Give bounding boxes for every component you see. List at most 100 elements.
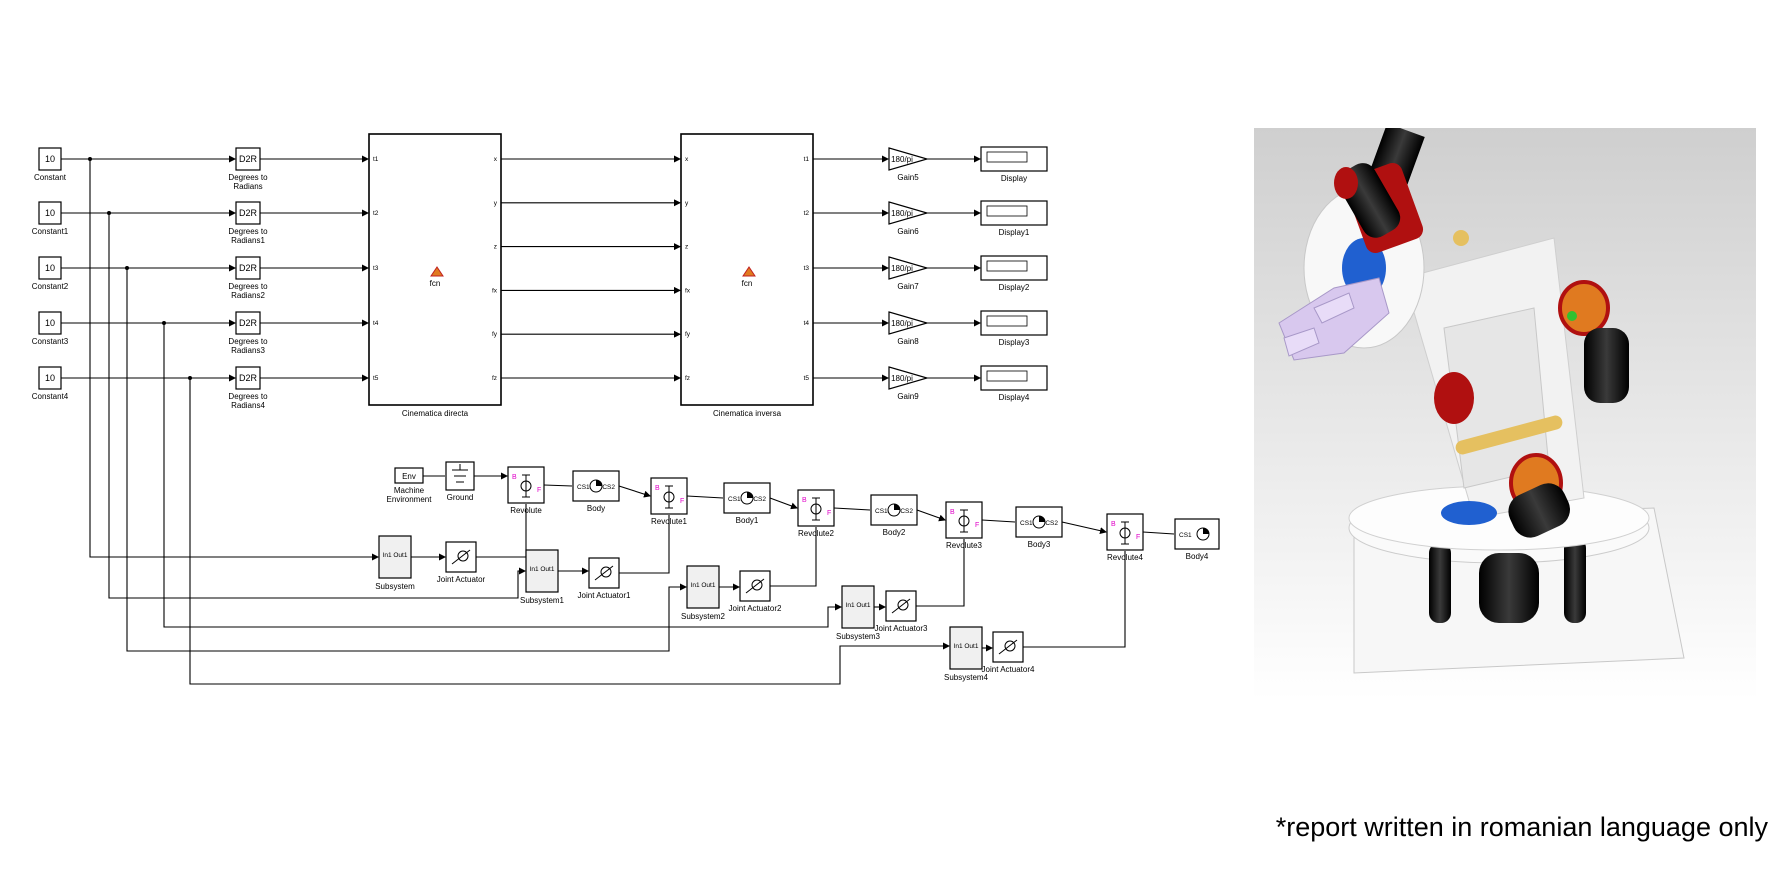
revolute-icon — [522, 474, 530, 498]
display-block[interactable]: Display4 — [980, 365, 1048, 402]
constant-box[interactable] — [38, 256, 62, 280]
output-port-label: fx — [492, 287, 498, 294]
body-box[interactable] — [870, 494, 918, 526]
d2r-box[interactable] — [235, 311, 261, 335]
d2r-box[interactable] — [235, 201, 261, 225]
body-box[interactable] — [572, 470, 620, 502]
gain-triangle[interactable] — [888, 256, 930, 280]
joint-actuator-block[interactable]: Joint Actuator2 — [729, 570, 782, 613]
joint-actuator-block[interactable]: Joint Actuator3 — [875, 590, 928, 633]
theta-feed-wire — [126, 268, 687, 652]
body-port-cs1: CS1 — [577, 484, 590, 491]
theta-feed-wire — [89, 159, 379, 561]
display-block[interactable]: Display2 — [980, 255, 1048, 292]
actuator-box[interactable] — [588, 557, 620, 589]
env-box[interactable] — [394, 467, 424, 484]
constant-box[interactable] — [38, 366, 62, 390]
joint-actuator-block[interactable]: Joint Actuator1 — [578, 557, 631, 600]
gain-triangle[interactable] — [888, 201, 930, 225]
revolute-box[interactable] — [797, 489, 835, 527]
ground-block[interactable]: Ground — [445, 461, 475, 502]
output-port-label: t1 — [804, 156, 810, 163]
subsystem-name: Subsystem1 — [520, 596, 565, 605]
display-block[interactable]: Display3 — [980, 310, 1048, 347]
subsystem-box[interactable] — [841, 585, 875, 629]
revolute-pin-icon — [958, 515, 970, 527]
subsystem-ports: In1 Out1 — [383, 552, 408, 559]
display-block[interactable]: Display — [980, 146, 1048, 183]
joint-actuator-block[interactable]: Joint Actuator — [437, 541, 486, 584]
robot-arm — [1403, 237, 1629, 538]
display-name: Display4 — [999, 393, 1030, 402]
display-block[interactable]: Display1 — [980, 200, 1048, 237]
gain-triangle[interactable] — [888, 366, 930, 390]
base-port-label: B — [1111, 521, 1116, 528]
constant-box[interactable] — [38, 201, 62, 225]
body-to-revolute-wire — [916, 509, 946, 522]
subsystem-name: Cinematica directa — [402, 409, 469, 418]
input-port-label: t3 — [373, 265, 379, 272]
d2r-box[interactable] — [235, 366, 261, 390]
constant-box[interactable] — [38, 311, 62, 335]
d2r-box[interactable] — [235, 256, 261, 280]
revolute-pin-icon — [810, 503, 822, 515]
actuator-pin-icon — [1004, 640, 1016, 652]
subsystem-name: Subsystem2 — [681, 612, 726, 621]
joint-actuator-block[interactable]: Joint Actuator4 — [982, 631, 1035, 674]
gain-triangle[interactable] — [888, 147, 930, 171]
gain-value: 180/pi — [891, 155, 913, 164]
display-name: Display2 — [999, 283, 1030, 292]
subsystem-box[interactable] — [525, 549, 559, 593]
constant-value: 10 — [45, 263, 55, 273]
output-port-label: fy — [492, 331, 498, 338]
gain-triangle[interactable] — [888, 311, 930, 335]
constant-value: 10 — [45, 154, 55, 164]
constant-box[interactable] — [38, 147, 62, 171]
revolute-icon — [665, 485, 673, 509]
body-to-revolute-wire — [1061, 521, 1107, 535]
body-to-revolute-wire — [769, 497, 798, 510]
subsystem-box[interactable] — [686, 565, 720, 609]
body-name: Body3 — [1028, 540, 1051, 549]
d2r-box[interactable] — [235, 147, 261, 171]
display-name: Display3 — [999, 338, 1030, 347]
gain-name: Gain7 — [897, 282, 919, 291]
subsystem-box[interactable] — [378, 535, 412, 579]
signal-wires — [61, 155, 1175, 685]
subsystem-box[interactable] — [949, 626, 983, 670]
output-port-label: x — [494, 156, 498, 163]
